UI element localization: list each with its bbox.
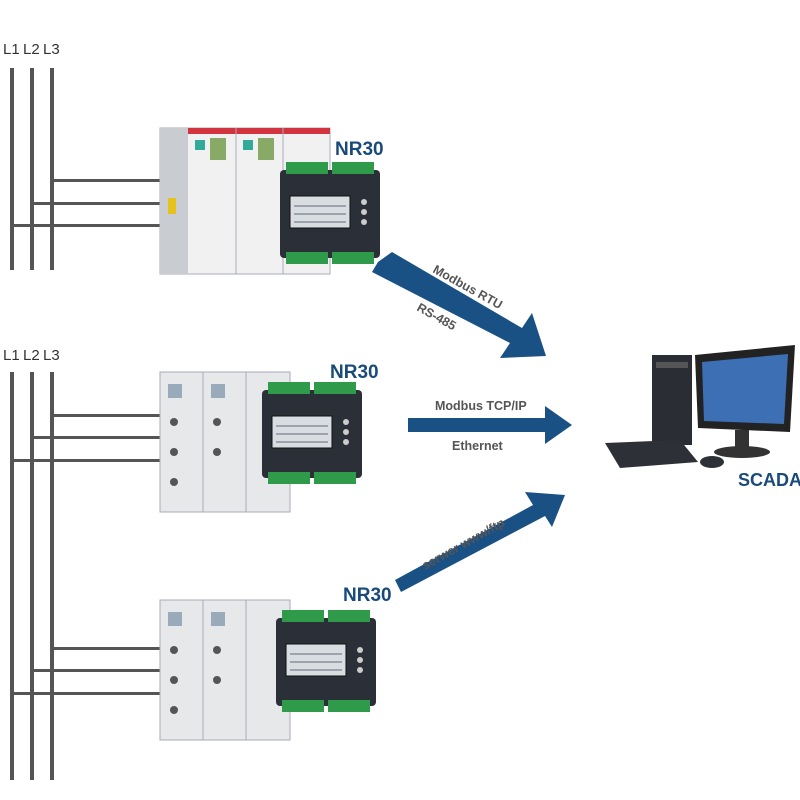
phase-label-l3: L3 bbox=[43, 347, 60, 364]
nr30-label-2: NR30 bbox=[330, 362, 379, 383]
nr30-meter-3 bbox=[275, 609, 377, 713]
busbars bbox=[10, 647, 165, 695]
phase-label-l1: L1 bbox=[3, 41, 20, 58]
arrow-www: serwer www/ftp bbox=[395, 492, 565, 592]
nr30-meter-1 bbox=[279, 161, 381, 265]
phase-label-l2: L2 bbox=[23, 41, 40, 58]
scada-label: SCADA bbox=[738, 470, 800, 490]
nr30-label-1: NR30 bbox=[335, 139, 384, 160]
phase-label-l3: L3 bbox=[43, 41, 60, 58]
feeder-group-3: NR30 bbox=[10, 585, 392, 741]
low-voltage-switchgear bbox=[159, 599, 291, 741]
nr30-label-3: NR30 bbox=[343, 585, 392, 606]
scada-computer: SCADA bbox=[605, 345, 800, 490]
busbars bbox=[10, 68, 165, 270]
phase-label-l1: L1 bbox=[3, 347, 20, 364]
tcp-protocol-label: Modbus TCP/IP bbox=[435, 399, 527, 413]
phase-label-l2: L2 bbox=[23, 347, 40, 364]
feeder-group-1: L1 L2 L3 NR30 bbox=[3, 41, 384, 275]
arrow-tcp: Modbus TCP/IP Ethernet bbox=[408, 399, 572, 453]
feeder-group-2: L1 L2 L3 NR30 bbox=[3, 347, 379, 780]
arrow-rtu: Modbus RTU RS-485 bbox=[372, 252, 546, 358]
nr30-meter-2 bbox=[261, 381, 363, 485]
www-label: serwer www/ftp bbox=[420, 515, 508, 572]
tcp-interface-label: Ethernet bbox=[452, 439, 504, 453]
busbars bbox=[10, 372, 165, 780]
